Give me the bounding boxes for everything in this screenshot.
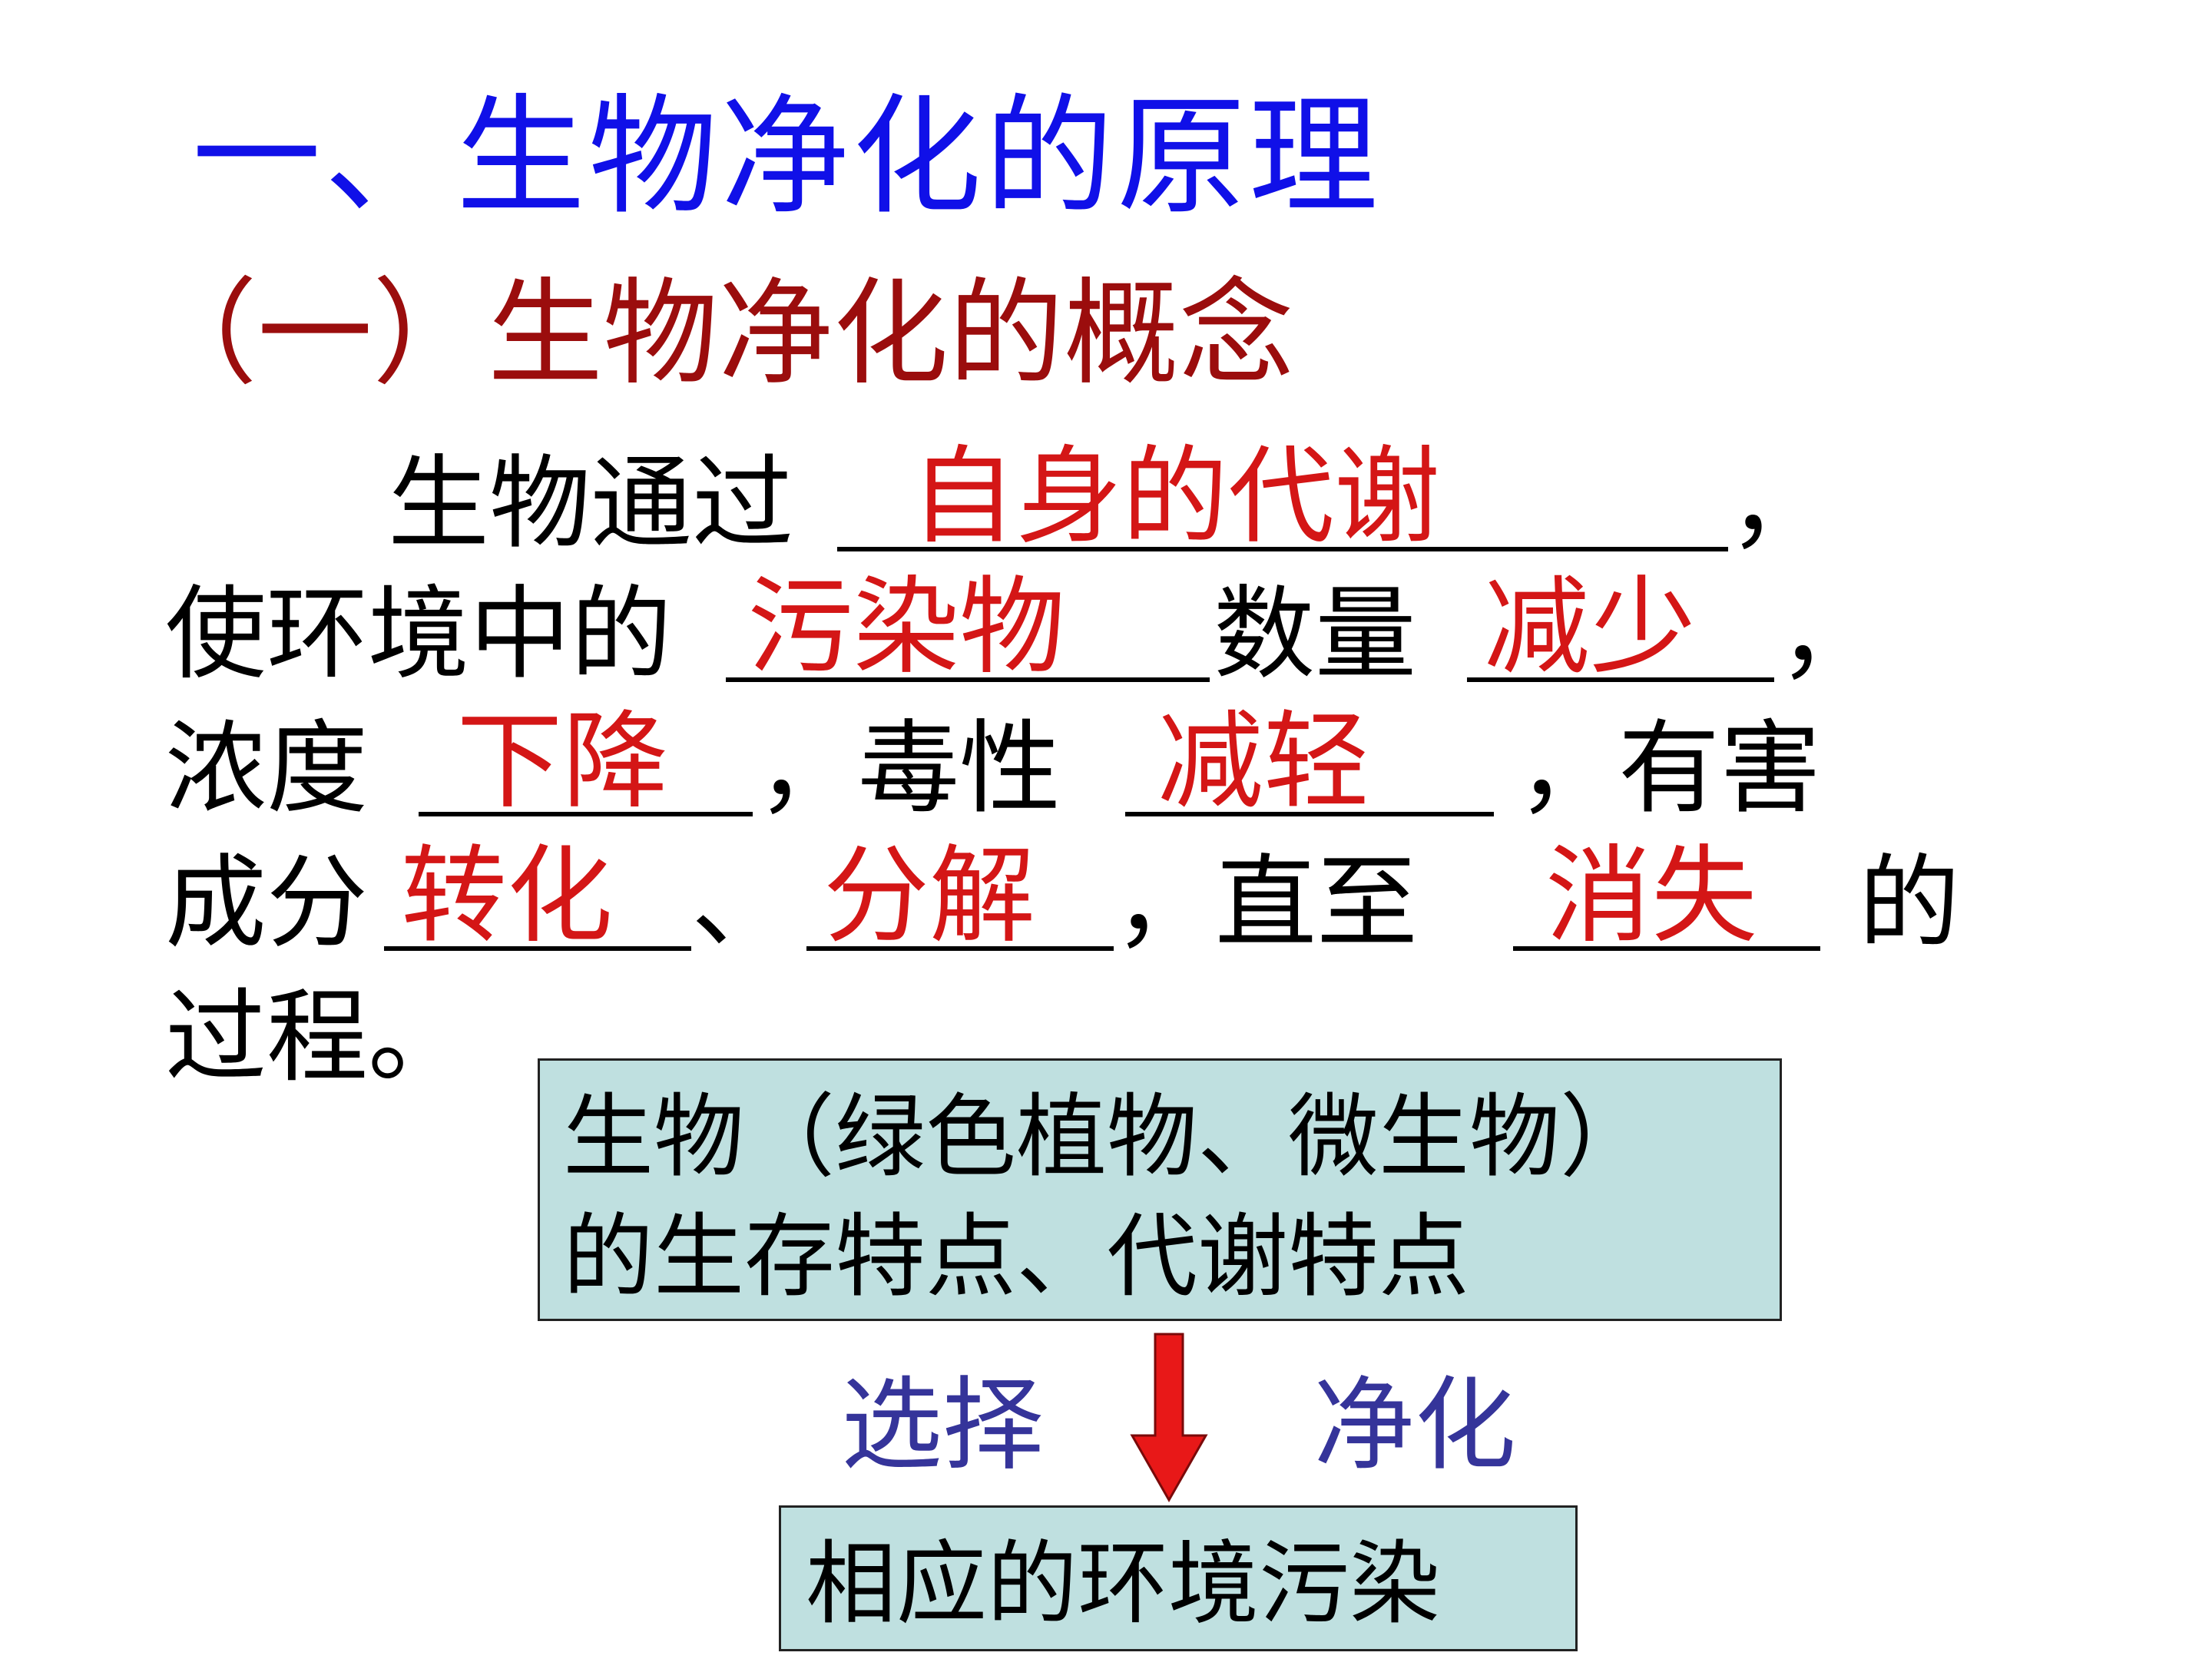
blank-transform: 转化 — [384, 843, 691, 951]
section-subtitle: （一）生物净化的概念 — [142, 267, 1295, 401]
line3-text-c: ，有害 — [1517, 710, 1821, 828]
line4-text-b: 、 — [691, 844, 793, 962]
line2-text-a: 使环境中的 — [165, 575, 672, 694]
answer-concentration: 下降 — [456, 700, 669, 823]
blank-pollutant: 污染物 — [726, 575, 1210, 682]
line5-text-a: 过程。 — [165, 979, 469, 1097]
blank-decompose: 分解 — [806, 843, 1114, 951]
page-title: 一、生物净化的原理 — [192, 81, 1381, 232]
text-line-5: 过程。 — [0, 987, 2212, 1118]
organism-characteristics-box: 生物（绿色植物、微生物） 的生存特点、代谢特点 — [538, 1058, 1782, 1321]
line1-text-b: ， — [1728, 445, 1830, 563]
text-line-2: 使环境中的 污染物 数量 减少 ， — [0, 575, 2212, 714]
answer-decrease: 减少 — [1483, 565, 1696, 689]
line4-text-a: 成分 — [165, 844, 368, 962]
blank-metabolism: 自身的代谢 — [837, 444, 1728, 551]
blank-disappear: 消失 — [1513, 843, 1820, 951]
environmental-pollution-box: 相应的环境污染 — [779, 1505, 1578, 1651]
blank-decrease: 减少 — [1467, 575, 1774, 682]
blank-toxicity: 减轻 — [1125, 709, 1494, 816]
line3-text-a: 浓度 — [165, 710, 368, 828]
line2-text-b: 数量 — [1214, 575, 1416, 694]
line4-text-c: ，直至 — [1114, 844, 1418, 962]
text-line-4: 成分 转化 、 分解 ，直至 消失 的 — [0, 843, 2212, 983]
answer-transform: 转化 — [400, 834, 613, 958]
answer-metabolism: 自身的代谢 — [909, 435, 1440, 558]
answer-decompose: 分解 — [823, 834, 1035, 958]
label-purify: 净化 — [1313, 1366, 1516, 1485]
label-select: 选择 — [841, 1366, 1044, 1485]
box-top-line-1: 生物（绿色植物、微生物） — [563, 1084, 1651, 1190]
answer-disappear: 消失 — [1545, 834, 1757, 958]
box-bottom-text: 相应的环境污染 — [806, 1531, 1441, 1637]
line4-text-d: 的 — [1859, 844, 1960, 962]
answer-pollutant: 污染物 — [747, 565, 1065, 689]
down-arrow-icon — [1130, 1333, 1208, 1503]
line2-text-c: ， — [1778, 575, 1879, 694]
answer-toxicity: 减轻 — [1157, 700, 1369, 823]
text-line-3: 浓度 下降 ，毒性 减轻 ，有害 — [0, 709, 2212, 849]
text-line-1: 生物通过 自身的代谢 ， — [0, 444, 2212, 584]
box-top-line-2: 的生存特点、代谢特点 — [563, 1203, 1470, 1310]
line3-text-b: ，毒性 — [757, 710, 1061, 828]
blank-concentration: 下降 — [419, 709, 753, 816]
line1-text-a: 生物通过 — [388, 445, 793, 563]
